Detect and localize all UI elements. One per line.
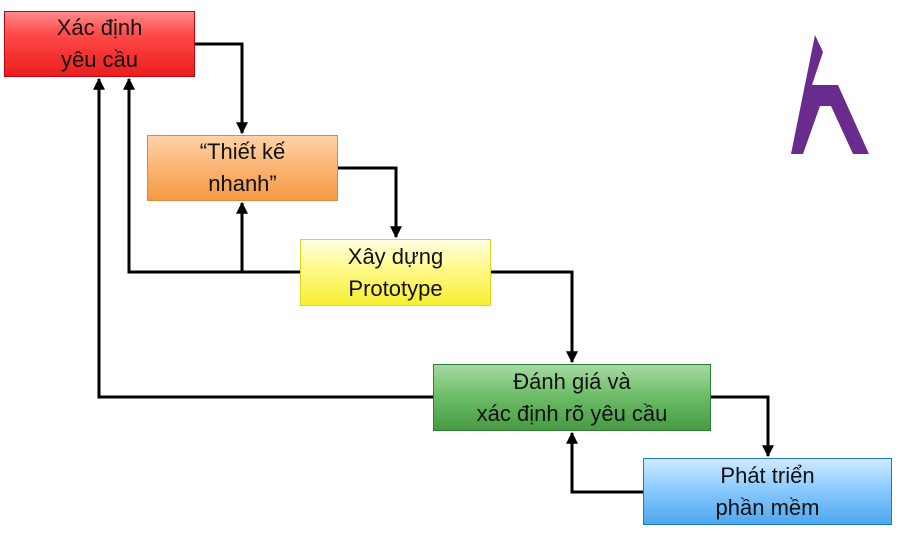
node-evaluate-refine: Đánh giá và xác định rõ yêu cầu bbox=[433, 364, 711, 431]
arrow-evaluate-to-develop bbox=[711, 395, 774, 458]
arrow-build-to-design bbox=[236, 201, 300, 274]
arrow-design-to-build bbox=[338, 166, 402, 239]
arrow-evaluate-to-requirements bbox=[93, 77, 433, 399]
arrow-develop-to-evaluate bbox=[566, 431, 643, 494]
arrow-requirements-to-design bbox=[195, 42, 248, 135]
node-quick-design: “Thiết kế nhanh” bbox=[147, 135, 338, 201]
arrow-build-to-evaluate bbox=[491, 270, 578, 364]
node-build-prototype: Xây dựng Prototype bbox=[300, 239, 491, 306]
arrow-build-to-requirements bbox=[123, 77, 242, 274]
purple-h-logo-icon bbox=[791, 35, 869, 154]
node-develop-software: Phát triển phần mềm bbox=[643, 458, 892, 525]
node-requirements: Xác định yêu cầu bbox=[4, 11, 195, 77]
